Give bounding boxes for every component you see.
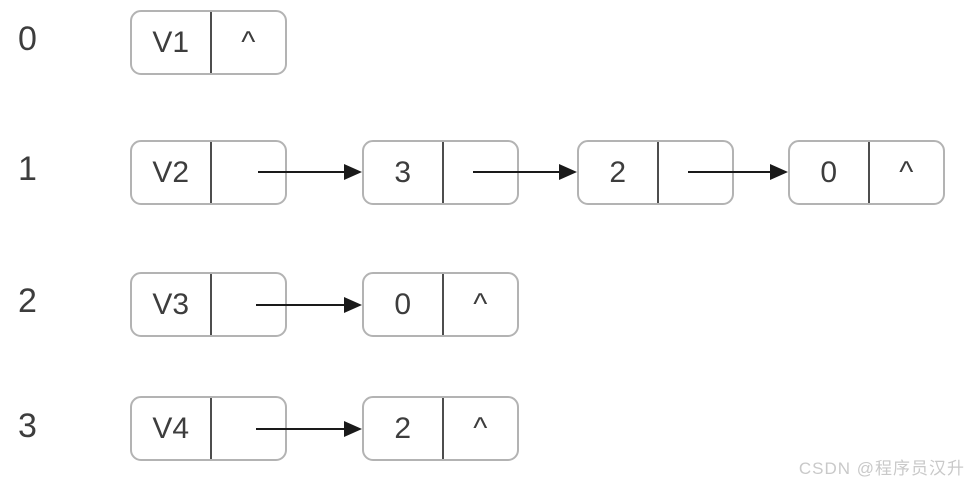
pointer-arrow bbox=[688, 164, 788, 180]
node-data-value: V1 bbox=[152, 25, 190, 59]
row-index-2: 2 bbox=[18, 282, 37, 320]
list-node-2-terminal: 2 ^ bbox=[362, 396, 519, 461]
node-data-cell: 2 bbox=[364, 398, 444, 459]
node-data-value: 3 bbox=[394, 155, 412, 189]
node-data-cell: 2 bbox=[579, 142, 659, 203]
row-index-3: 3 bbox=[18, 407, 37, 445]
node-pointer-cell: ^ bbox=[444, 274, 517, 335]
pointer-arrow bbox=[256, 297, 362, 313]
node-data-cell: V2 bbox=[132, 142, 212, 203]
arrow-shaft bbox=[688, 171, 770, 173]
node-pointer-cell: ^ bbox=[212, 12, 285, 73]
node-data-value: 0 bbox=[394, 287, 412, 321]
list-node-v1: V1 ^ bbox=[130, 10, 287, 75]
list-node-0-terminal: 0 ^ bbox=[362, 272, 519, 337]
arrow-shaft bbox=[473, 171, 559, 173]
node-data-value: V4 bbox=[152, 411, 190, 445]
pointer-arrow bbox=[256, 421, 362, 437]
null-terminator-symbol: ^ bbox=[473, 411, 488, 445]
arrow-head-icon bbox=[770, 164, 788, 180]
pointer-arrow bbox=[258, 164, 362, 180]
null-terminator-symbol: ^ bbox=[473, 287, 488, 321]
arrow-head-icon bbox=[559, 164, 577, 180]
node-data-cell: V3 bbox=[132, 274, 212, 335]
node-data-value: 0 bbox=[820, 155, 838, 189]
row-index-1: 1 bbox=[18, 150, 37, 188]
null-terminator-symbol: ^ bbox=[899, 155, 914, 189]
node-data-cell: V4 bbox=[132, 398, 212, 459]
row-index-0: 0 bbox=[18, 20, 37, 58]
arrow-head-icon bbox=[344, 164, 362, 180]
list-node-0-terminal: 0 ^ bbox=[788, 140, 945, 205]
csdn-watermark: CSDN @程序员汉升 bbox=[798, 459, 965, 478]
arrow-shaft bbox=[256, 428, 344, 430]
node-data-value: V3 bbox=[152, 287, 190, 321]
null-terminator-symbol: ^ bbox=[241, 25, 256, 59]
arrow-head-icon bbox=[344, 421, 362, 437]
node-data-value: 2 bbox=[609, 155, 627, 189]
pointer-arrow bbox=[473, 164, 577, 180]
arrow-shaft bbox=[256, 304, 344, 306]
node-data-cell: V1 bbox=[132, 12, 212, 73]
node-pointer-cell: ^ bbox=[870, 142, 943, 203]
node-data-cell: 0 bbox=[364, 274, 444, 335]
arrow-head-icon bbox=[344, 297, 362, 313]
node-data-value: 2 bbox=[394, 411, 412, 445]
arrow-shaft bbox=[258, 171, 344, 173]
node-data-cell: 3 bbox=[364, 142, 444, 203]
node-data-value: V2 bbox=[152, 155, 190, 189]
node-data-cell: 0 bbox=[790, 142, 870, 203]
node-pointer-cell: ^ bbox=[444, 398, 517, 459]
